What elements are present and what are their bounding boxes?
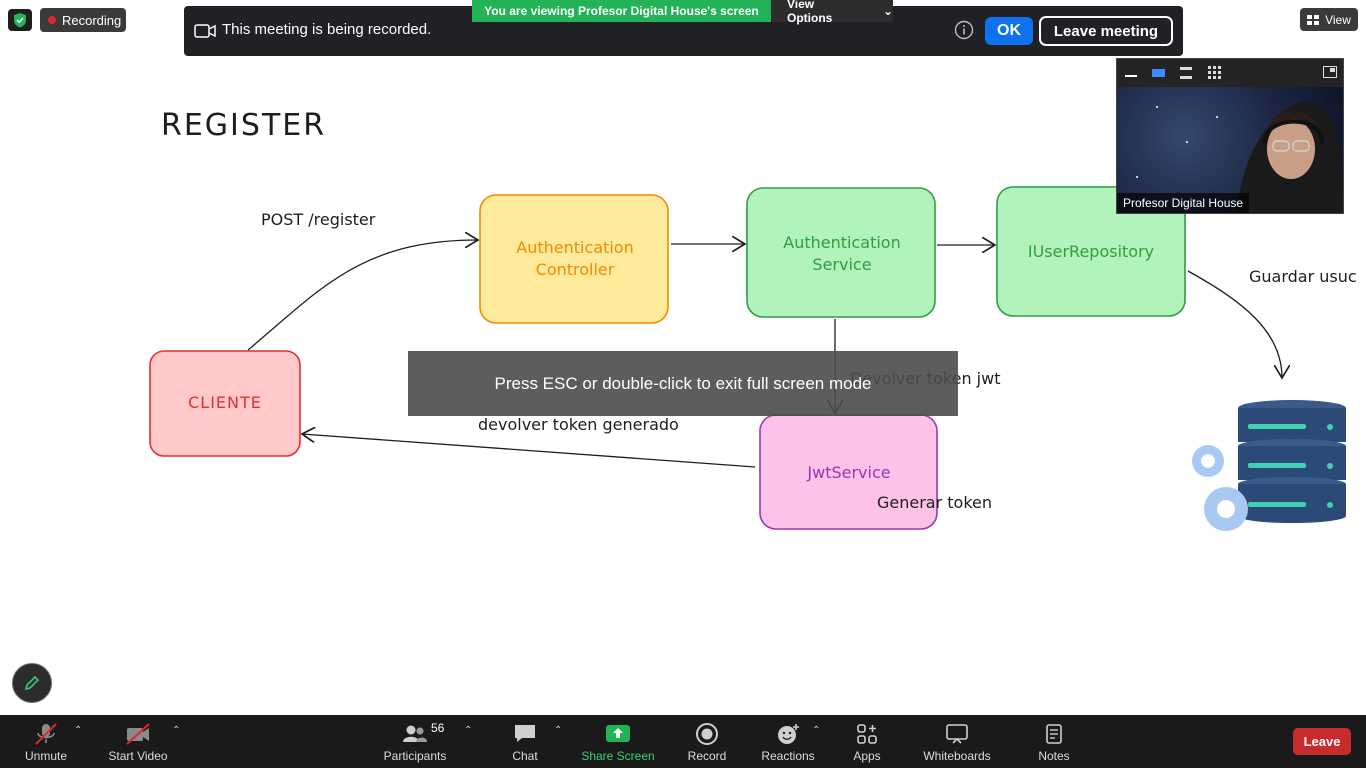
- apps-label: Apps: [853, 749, 881, 763]
- share-screen-button[interactable]: Share Screen: [581, 715, 655, 768]
- edge-label-guardar-usuario: Guardar usuc: [1249, 267, 1357, 286]
- diagram-title: REGISTER: [161, 108, 326, 143]
- camera-icon: [194, 24, 216, 38]
- notes-icon: [1046, 724, 1062, 744]
- microphone-muted-icon: [35, 723, 57, 745]
- video-camera-off-icon: [126, 723, 150, 745]
- node-jwt-label: JwtService: [806, 463, 890, 482]
- participant-name-tag: Profesor Digital House: [1117, 193, 1250, 213]
- edge-label-post-register: POST /register: [261, 210, 376, 229]
- unmute-label: Unmute: [24, 749, 68, 763]
- meeting-toolbar: Unmute ⌃ Start Video ⌃ Participants 56 ⌃…: [0, 715, 1366, 768]
- leave-meeting-button[interactable]: Leave meeting: [1039, 16, 1173, 46]
- notes-label: Notes: [1038, 749, 1070, 763]
- reactions-icon: [778, 724, 799, 744]
- node-controller-label-2: Controller: [536, 260, 615, 279]
- audio-options-chevron-icon[interactable]: ⌃: [74, 725, 83, 736]
- banner-message: This meeting is being recorded.: [222, 21, 432, 38]
- apps-button[interactable]: Apps: [849, 715, 885, 768]
- record-label: Record: [687, 749, 727, 763]
- node-repository-label: IUserRepository: [1028, 242, 1154, 261]
- reactions-button[interactable]: Reactions: [760, 715, 816, 768]
- leave-button[interactable]: Leave: [1293, 728, 1351, 755]
- node-cliente: [149, 350, 301, 457]
- minimize-icon[interactable]: [1125, 75, 1137, 77]
- participants-icon: [403, 725, 427, 742]
- share-screen-icon: [606, 725, 630, 742]
- participants-options-chevron-icon[interactable]: ⌃: [464, 725, 473, 736]
- record-icon: [696, 723, 718, 745]
- chevron-down-icon: ⌄: [882, 4, 893, 18]
- view-options-button[interactable]: View Options ⌄: [771, 0, 893, 25]
- share-screen-label: Share Screen: [581, 749, 655, 763]
- edge-jwt-to-cliente: [302, 434, 756, 468]
- participant-video-tile[interactable]: Profesor Digital House: [1116, 58, 1344, 214]
- recording-dot-icon: [48, 16, 56, 24]
- edge-repository-to-database: [1187, 270, 1282, 378]
- view-label: View: [1325, 12, 1351, 27]
- node-service-label-1: Authentication: [783, 233, 900, 252]
- recording-label: Recording: [62, 12, 122, 28]
- chat-options-chevron-icon[interactable]: ⌃: [554, 725, 563, 736]
- info-icon[interactable]: [954, 20, 974, 40]
- reactions-options-chevron-icon[interactable]: ⌃: [812, 725, 821, 736]
- video-layout-bar: [1117, 59, 1343, 87]
- database-icon: [1238, 400, 1346, 523]
- fullscreen-exit-toast: Press ESC or double-click to exit full s…: [408, 351, 958, 416]
- node-authentication-controller: [479, 194, 669, 324]
- notes-button[interactable]: Notes: [1034, 715, 1074, 768]
- reactions-label: Reactions: [761, 749, 815, 763]
- grid-view-icon: [1307, 14, 1320, 25]
- whiteboard-icon: [946, 724, 968, 744]
- annotate-pencil-button[interactable]: [12, 663, 52, 703]
- pencil-icon: [24, 675, 40, 691]
- node-controller-label-1: Authentication: [516, 238, 633, 257]
- node-authentication-service: [746, 187, 936, 318]
- chat-label: Chat: [512, 749, 538, 763]
- whiteboards-label: Whiteboards: [923, 749, 991, 763]
- participants-button[interactable]: Participants: [382, 715, 448, 768]
- edge-label-devolver-token-generado: devolver token generado: [478, 415, 679, 434]
- chat-button[interactable]: Chat: [506, 715, 544, 768]
- whiteboards-button[interactable]: Whiteboards: [920, 715, 994, 768]
- start-video-label: Start Video: [108, 749, 168, 763]
- node-service-label-2: Service: [812, 255, 871, 274]
- security-shield-icon[interactable]: [8, 9, 32, 31]
- unmute-button[interactable]: Unmute: [20, 715, 72, 768]
- video-options-chevron-icon[interactable]: ⌃: [172, 725, 181, 736]
- chat-icon: [515, 725, 535, 742]
- start-video-button[interactable]: Start Video: [104, 715, 172, 768]
- participants-count: 56: [431, 721, 445, 735]
- recording-indicator[interactable]: Recording: [40, 8, 126, 32]
- speaker-view-icon[interactable]: [1152, 69, 1165, 77]
- viewing-screen-notice: You are viewing Profesor Digital House's…: [472, 0, 771, 22]
- record-button[interactable]: Record: [686, 715, 728, 768]
- node-iuserrepository: [996, 186, 1186, 317]
- ok-button[interactable]: OK: [985, 17, 1033, 45]
- view-button[interactable]: View: [1300, 8, 1358, 31]
- strip-view-icon[interactable]: [1180, 67, 1192, 79]
- pop-out-icon[interactable]: [1323, 66, 1337, 78]
- participants-label: Participants: [383, 749, 447, 763]
- apps-icon: [857, 724, 877, 744]
- edge-cliente-to-controller: [247, 240, 478, 351]
- edge-label-generar-token: Generar token: [877, 493, 992, 512]
- node-cliente-label: CLIENTE: [188, 393, 262, 412]
- participant-avatar: [1136, 102, 1343, 213]
- view-options-label: View Options: [787, 0, 833, 25]
- video-feed: [1117, 87, 1343, 213]
- gallery-view-icon[interactable]: [1208, 66, 1222, 80]
- gear-icon: [1192, 445, 1248, 531]
